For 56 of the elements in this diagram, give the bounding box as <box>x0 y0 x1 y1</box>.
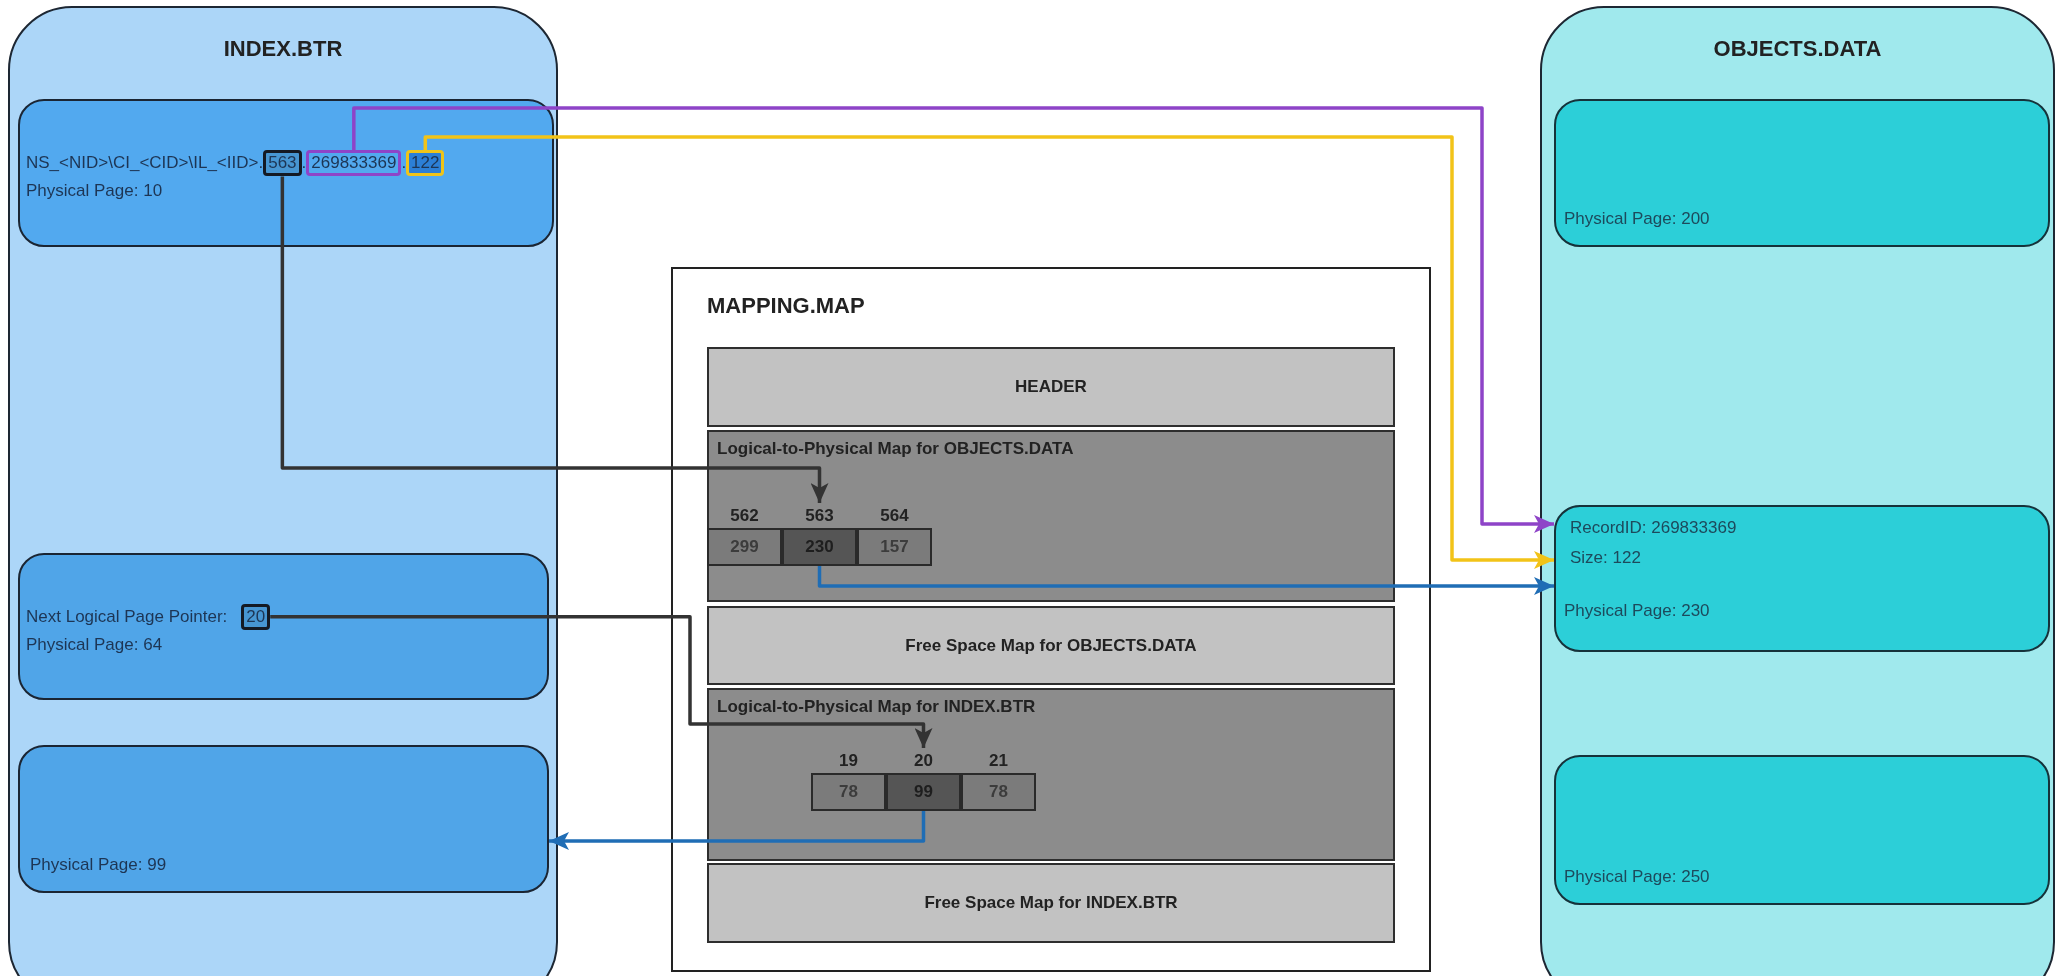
page-number-cell: 99 <box>886 773 961 811</box>
map-section-band <box>707 347 1395 427</box>
connector-arrow <box>280 176 829 503</box>
page-number-cell: 157 <box>857 528 932 566</box>
container-title: OBJECTS.DATA <box>1713 35 1882 63</box>
section-title: HEADER <box>1015 376 1087 399</box>
page-text: Physical Page: 10 <box>26 180 164 203</box>
section-title: Free Space Map for OBJECTS.DATA <box>905 634 1197 657</box>
connector-arrow <box>549 811 926 850</box>
container-title: MAPPING.MAP <box>707 292 866 320</box>
page-number-cell: 78 <box>961 773 1036 811</box>
index-page-box <box>18 553 549 700</box>
page-text: . <box>401 152 407 175</box>
section-title: Free Space Map for INDEX.BTR <box>924 892 1178 915</box>
highlighted-field: 269833369 <box>306 150 402 177</box>
connector-arrow <box>817 566 1554 595</box>
connector-arrow <box>352 106 1554 533</box>
column-number: 20 <box>914 750 933 772</box>
page-text: Physical Page: 250 <box>1564 865 1711 888</box>
page-text: Physical Page: 64 <box>26 633 164 656</box>
page-text: Size: 122 <box>1570 546 1642 569</box>
index-page-box <box>18 99 554 247</box>
connector-arrow <box>423 135 1554 569</box>
map-file-box <box>671 267 1431 972</box>
highlighted-field: 20 <box>241 603 271 630</box>
data-page-box <box>1554 755 2050 905</box>
file-container <box>1540 6 2055 976</box>
section-title: Logical-to-Physical Map for INDEX.BTR <box>717 696 1037 718</box>
page-text: Physical Page: 99 <box>30 853 168 876</box>
file-container <box>8 6 558 976</box>
page-text: Physical Page: 200 <box>1564 207 1711 230</box>
page-number-cell: 230 <box>782 528 857 566</box>
column-number: 563 <box>805 505 834 527</box>
page-text: NS_<NID>\CI_<CID>\IL_<IID>. <box>26 152 264 175</box>
data-page-box <box>1554 505 2050 652</box>
column-number: 19 <box>839 750 858 772</box>
page-text: . <box>301 152 307 175</box>
connector-arrow <box>270 615 933 748</box>
page-text: Next Logical Page Pointer: <box>26 606 228 628</box>
map-section-band <box>707 863 1395 943</box>
highlighted-field: 563 <box>263 150 302 177</box>
map-section-band <box>707 606 1395 685</box>
column-number: 564 <box>880 505 909 527</box>
page-number-cell: 299 <box>707 528 782 566</box>
index-page-box <box>18 745 549 893</box>
page-text: RecordID: 269833369 <box>1570 517 1738 539</box>
data-page-box <box>1554 99 2050 247</box>
column-number: 562 <box>730 505 759 527</box>
container-title: INDEX.BTR <box>223 35 343 63</box>
column-number: 21 <box>989 750 1008 772</box>
map-section-band <box>707 688 1395 861</box>
page-text: Physical Page: 230 <box>1564 600 1711 622</box>
map-section-band <box>707 430 1395 602</box>
page-number-cell: 78 <box>811 773 886 811</box>
section-title: Logical-to-Physical Map for OBJECTS.DATA <box>717 438 1075 460</box>
highlighted-field: 122 <box>406 150 445 177</box>
